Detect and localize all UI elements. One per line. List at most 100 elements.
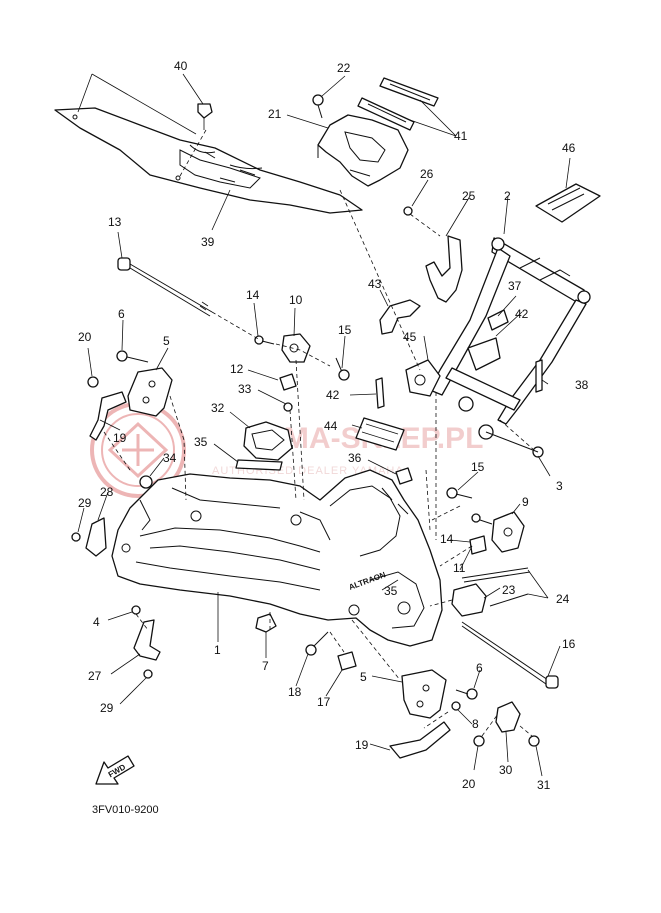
callout-labels: 40 22 21 41 46 26 25 2 39 13 43 37 42 14… — [78, 59, 589, 792]
callout-5-lower: 5 — [360, 670, 367, 684]
part-12-collar — [279, 373, 297, 391]
callout-26: 26 — [420, 167, 434, 181]
part-29-bolt — [71, 532, 81, 542]
part-14-bolt — [254, 335, 275, 345]
part-35-strap — [235, 459, 283, 471]
part-24-rods — [461, 567, 531, 607]
part-13-long-bolt — [117, 257, 213, 317]
part-20-bolt-right — [473, 735, 485, 747]
fwd-arrow-icon: FWD — [95, 755, 135, 785]
part-9-bracket — [491, 511, 525, 553]
callout-29-lower: 29 — [100, 701, 114, 715]
callout-37: 37 — [508, 279, 522, 293]
callout-4: 4 — [93, 615, 100, 629]
part-37-pad — [487, 309, 509, 331]
part-38-pin — [535, 359, 543, 393]
part-6-bolt — [116, 350, 149, 363]
part-41-pads — [357, 77, 439, 131]
callout-3: 3 — [556, 479, 563, 493]
part-8-bolt — [451, 701, 461, 711]
part-27-bracket — [133, 619, 161, 661]
callout-43: 43 — [368, 277, 382, 291]
callout-27: 27 — [88, 669, 102, 683]
part-6-bolt-right — [455, 688, 478, 700]
callout-22: 22 — [337, 61, 351, 75]
part-36-pad — [395, 467, 413, 485]
part-17-collar — [337, 651, 357, 671]
assembly-lines — [103, 129, 535, 737]
part-21-bracket — [317, 114, 409, 187]
part-19-footrest — [89, 391, 127, 441]
callout-5-upper: 5 — [163, 334, 170, 348]
callout-40: 40 — [174, 59, 188, 73]
part-15-bolt — [335, 357, 350, 381]
part-5-footrest-bracket-right — [401, 669, 447, 719]
callout-29-upper: 29 — [78, 496, 92, 510]
callout-1: 1 — [214, 643, 221, 657]
callout-14-upper: 14 — [246, 288, 260, 302]
part-31-bolt — [528, 735, 540, 747]
part-29-bolt-bottom — [143, 669, 153, 679]
callout-16: 16 — [562, 637, 576, 651]
callout-9: 9 — [522, 495, 529, 509]
callout-15-right: 15 — [471, 460, 485, 474]
callout-17: 17 — [317, 695, 331, 709]
part-11-collar — [469, 535, 487, 555]
part-42-pad — [375, 377, 385, 409]
part-39-panel — [54, 107, 363, 214]
callout-34: 34 — [163, 451, 177, 465]
callout-12: 12 — [230, 362, 244, 376]
part-18-bolt — [305, 631, 329, 656]
part-19-footrest-right — [389, 721, 451, 759]
callout-30: 30 — [499, 763, 513, 777]
callout-36: 36 — [348, 451, 362, 465]
callout-2: 2 — [504, 189, 511, 203]
callout-35-upper: 35 — [194, 435, 208, 449]
callout-39: 39 — [201, 235, 215, 249]
callout-20-lower: 20 — [462, 777, 476, 791]
callout-25: 25 — [462, 189, 476, 203]
callout-13: 13 — [108, 215, 122, 229]
callout-11: 11 — [453, 561, 466, 575]
part-32-damper — [243, 421, 293, 461]
part-43-bracket — [379, 299, 421, 335]
callout-23: 23 — [502, 583, 516, 597]
callout-14-right: 14 — [440, 532, 454, 546]
part-7-nut — [255, 613, 277, 633]
callout-38: 38 — [575, 378, 589, 392]
part-20-bolt — [87, 376, 99, 388]
part-44-pad — [355, 417, 405, 451]
callout-44: 44 — [324, 419, 338, 433]
callout-15-upper: 15 — [338, 323, 352, 337]
part-22-bolt — [312, 94, 324, 119]
part-45-fitting — [405, 337, 501, 397]
part-16-long-bolt — [461, 621, 559, 689]
part-25-bracket — [425, 235, 463, 303]
part-5-footrest-bracket — [127, 367, 173, 417]
callout-33: 33 — [238, 382, 252, 396]
callout-7: 7 — [262, 659, 269, 673]
part-30-bracket — [495, 701, 521, 733]
callout-20-upper: 20 — [78, 330, 92, 344]
part-1-main-frame: ALTRAON — [111, 469, 443, 647]
part-15-bolt-right — [446, 487, 473, 499]
callout-6-lower: 6 — [476, 661, 483, 675]
callout-6-upper: 6 — [118, 307, 125, 321]
callout-21: 21 — [268, 107, 282, 121]
callout-32: 32 — [211, 401, 225, 415]
callout-42-lower: 42 — [326, 388, 340, 402]
diagram-code: 3FV010-9200 — [92, 804, 159, 816]
part-40-clip — [197, 103, 213, 130]
callout-35-lower: 35 — [384, 584, 398, 598]
part-10-bracket — [281, 333, 311, 363]
callout-45: 45 — [403, 330, 417, 344]
part-4-bolt — [131, 605, 141, 615]
part-26-bolt — [403, 206, 413, 216]
callout-18: 18 — [288, 685, 302, 699]
callout-28: 28 — [100, 485, 114, 499]
part-33-bolt — [283, 402, 293, 412]
part-28-bracket — [85, 517, 107, 557]
leader-lines — [77, 73, 571, 777]
part-34-nut — [139, 475, 153, 489]
